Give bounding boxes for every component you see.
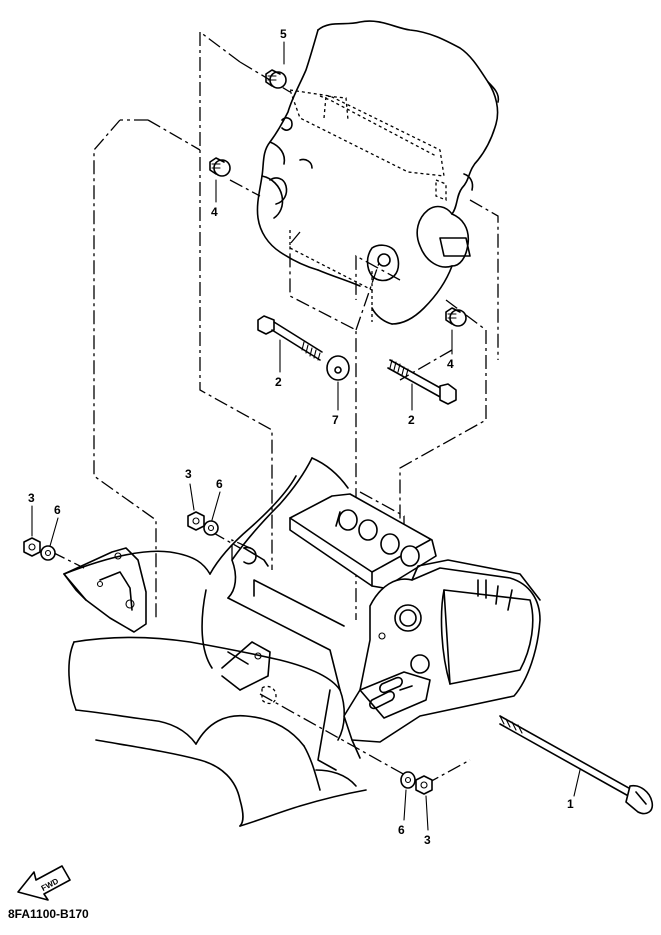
- engine-mount: [289, 493, 437, 589]
- nut-3-bottom: [415, 775, 433, 795]
- bolt-left: [257, 315, 323, 361]
- engine-block: [256, 20, 500, 325]
- mount-bracket: [343, 559, 541, 759]
- callout-6-left: 6: [54, 503, 61, 517]
- callout-7: 7: [332, 413, 339, 427]
- bracket-hole-large: [394, 604, 422, 632]
- callout-3-left: 3: [28, 491, 35, 505]
- bracket-hole-mid: [410, 654, 430, 674]
- callout-4-upper: 4: [211, 205, 218, 219]
- callout-6-bottom: 6: [398, 823, 405, 837]
- callout-2-left: 2: [275, 375, 282, 389]
- callout-3-mid: 3: [185, 467, 192, 481]
- rubber-damper-3: [380, 533, 400, 555]
- rubber-damper-2: [358, 519, 378, 541]
- nut-5: [265, 69, 287, 89]
- callout-4-lower: 4: [447, 357, 454, 371]
- washer-6-left: [40, 545, 56, 561]
- nut-4-upper: [209, 157, 231, 177]
- callout-2-right: 2: [408, 413, 415, 427]
- washer-7: [326, 355, 350, 381]
- callout-1: 1: [567, 797, 574, 811]
- leader-lines: [31, 41, 581, 831]
- callout-6-mid: 6: [216, 477, 223, 491]
- long-bolt: [499, 715, 654, 815]
- part-code: 8FA1100-B170: [8, 907, 89, 921]
- nut-3-mid: [187, 511, 205, 531]
- frame-hull: [63, 457, 367, 827]
- nut-4-lower: [445, 307, 467, 327]
- nut-3-left: [23, 537, 41, 557]
- washer-6-bottom: [400, 771, 416, 789]
- bolt-right: [387, 359, 457, 405]
- rubber-damper-4: [400, 545, 420, 567]
- rubber-damper-1: [335, 509, 358, 531]
- washer-6-mid: [203, 520, 219, 536]
- callout-5: 5: [280, 27, 287, 41]
- callout-3-bottom: 3: [424, 833, 431, 847]
- fwd-arrow-icon: FWD: [17, 865, 71, 901]
- callouts: 5 4 4 2 7 2 3 6 3 6 1 6 3: [28, 27, 574, 847]
